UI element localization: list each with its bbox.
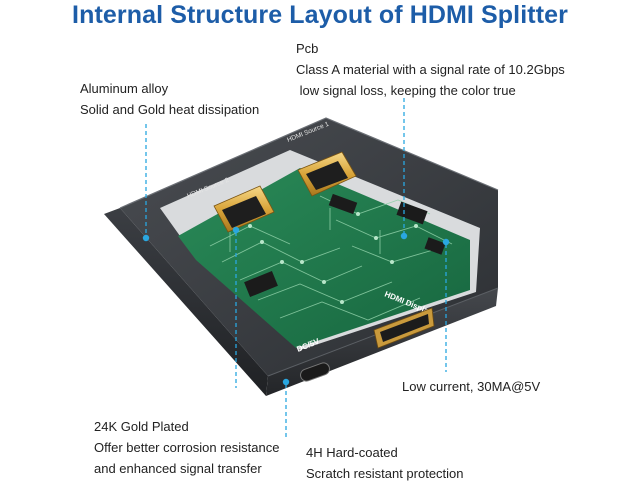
chip-small (424, 237, 446, 255)
dot-current (442, 238, 450, 246)
callout-aluminum-line2: Solid and Gold heat dissipation (80, 102, 260, 117)
callout-aluminum-line1: Aluminum alloy (80, 81, 169, 96)
callout-coating-line2: Scratch resistant protection (306, 466, 464, 481)
callout-current: Low current, 30MA@5V (402, 376, 540, 397)
case-left-side (104, 208, 268, 396)
chip-right (396, 201, 428, 225)
callout-pcb-line1: Pcb (296, 41, 319, 56)
chip-left (244, 270, 278, 298)
callout-aluminum: Aluminum alloy Solid and Gold heat dissi… (80, 78, 259, 120)
callout-gold-line2: Offer better corrosion resistance (94, 440, 280, 455)
gold-connector-source-2 (213, 185, 275, 233)
gold-connector-source-1 (297, 151, 357, 197)
dc-power-port (300, 362, 330, 382)
callout-current-line1: Low current, 30MA@5V (402, 379, 541, 394)
hdmi-display-port (373, 307, 435, 349)
dot-coating (282, 378, 290, 386)
page-title: Internal Structure Layout of HDMI Splitt… (72, 1, 568, 29)
callout-gold-line3: and enhanced signal transfer (94, 461, 262, 476)
dot-pcb (400, 232, 408, 240)
callout-gold: 24K Gold Plated Offer better corrosion r… (94, 416, 279, 479)
chip-center (328, 193, 358, 215)
callout-gold-line1: 24K Gold Plated (94, 419, 189, 434)
callout-pcb-line3: low signal loss, keeping the color true (296, 83, 516, 98)
callout-pcb: Pcb Class A material with a signal rate … (296, 38, 565, 101)
dot-aluminum (142, 234, 150, 242)
dot-gold (232, 226, 240, 234)
callout-pcb-line2: Class A material with a signal rate of 1… (296, 62, 565, 77)
callout-coating-line1: 4H Hard-coated (306, 445, 398, 460)
callout-coating: 4H Hard-coated Scratch resistant protect… (306, 442, 464, 484)
